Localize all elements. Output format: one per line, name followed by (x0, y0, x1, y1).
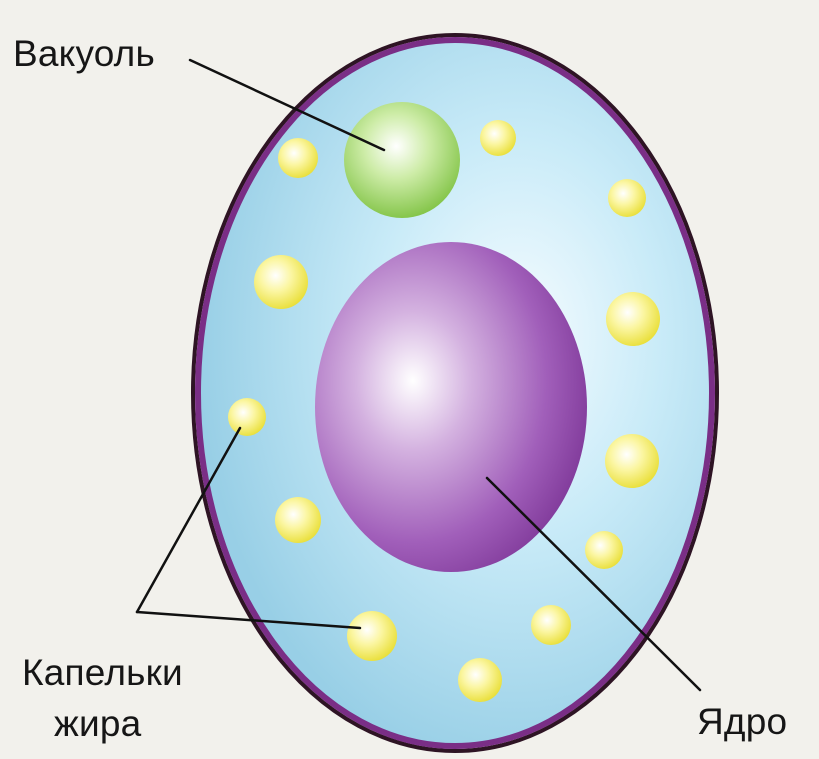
fat-droplet (458, 658, 502, 702)
fat-droplet (347, 611, 397, 661)
fat-droplet (480, 120, 516, 156)
fat-droplet (278, 138, 318, 178)
fat-droplet (275, 497, 321, 543)
vacuole (344, 102, 460, 218)
vacuole-label: Вакуоль (13, 35, 155, 72)
fat-droplet (606, 292, 660, 346)
fat-droplet (228, 398, 266, 436)
nucleus (315, 242, 587, 572)
fat-droplet (585, 531, 623, 569)
nucleus-label: Ядро (697, 703, 787, 740)
fat-droplet (605, 434, 659, 488)
fat-droplet (531, 605, 571, 645)
fat-droplet (608, 179, 646, 217)
fat-droplets-label-line1: Капельки (22, 654, 183, 691)
fat-droplet (254, 255, 308, 309)
fat-droplets-label-line2: жира (54, 705, 141, 742)
